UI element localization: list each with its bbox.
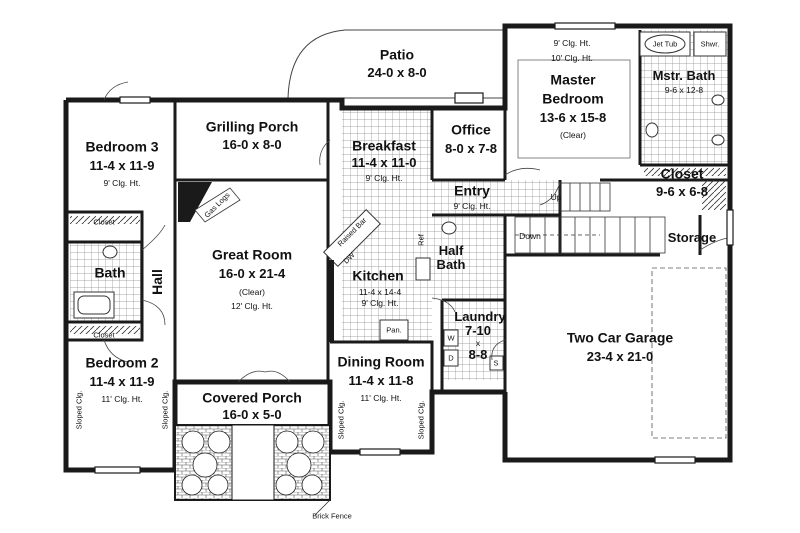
shrub-group-right bbox=[275, 430, 325, 496]
covered-porch-label: Covered Porch bbox=[202, 389, 302, 406]
master-tray-ceiling bbox=[517, 59, 631, 159]
great-room-ceiling: 12' Clg. Ht. bbox=[231, 301, 273, 311]
bedroom2-sloped-left: Sloped Clg. bbox=[74, 390, 84, 430]
master-closet-dimensions: 9-6 x 6-8 bbox=[655, 184, 709, 199]
master-bath-dimensions: 9-6 x 12-8 bbox=[664, 85, 704, 95]
laundry-label: Laundry bbox=[454, 309, 506, 324]
dryer-label: D bbox=[448, 353, 454, 363]
half-bath-label-1: Half bbox=[438, 243, 464, 258]
office-label: Office bbox=[451, 121, 491, 138]
grilling-porch-dimensions: 16-0 x 8-0 bbox=[222, 137, 282, 152]
master-bath-label: Mstr. Bath bbox=[652, 68, 716, 83]
garage-door-outline bbox=[651, 267, 727, 439]
kitchen-label: Kitchen bbox=[352, 267, 404, 284]
brick-fence-callout: Brick Fence bbox=[312, 511, 352, 521]
great-room-dimensions: 16-0 x 21-4 bbox=[218, 266, 286, 281]
laundry-dim-2: x bbox=[475, 338, 481, 348]
stairs-down-label: Down bbox=[519, 231, 541, 241]
jet-tub-label: Jet Tub bbox=[652, 39, 678, 49]
bath-label: Bath bbox=[94, 264, 126, 281]
breakfast-ceiling: 9' Clg. Ht. bbox=[365, 173, 403, 183]
closet-bedroom3-label: Closet bbox=[93, 217, 115, 227]
entry-label: Entry bbox=[454, 182, 490, 199]
bedroom2-sloped-right: Sloped Clg. bbox=[160, 390, 170, 430]
bedroom3-label: Bedroom 3 bbox=[85, 138, 159, 155]
patio-outline bbox=[287, 29, 506, 99]
patio-label: Patio bbox=[379, 46, 415, 63]
breakfast-label: Breakfast bbox=[352, 137, 416, 154]
great-room-label: Great Room bbox=[211, 246, 293, 263]
kitchen-dimensions: 11-4 x 14-4 bbox=[358, 287, 402, 297]
hall-label: Hall bbox=[149, 269, 165, 295]
master-bedroom-ceiling-2: 10' Clg. Ht. bbox=[551, 53, 593, 63]
bedroom3-dimensions: 11-4 x 11-9 bbox=[89, 158, 155, 173]
dining-sloped-left: Sloped Clg. bbox=[336, 400, 346, 440]
half-bath-label-2: Bath bbox=[436, 257, 466, 272]
master-closet-label: Closet bbox=[660, 165, 704, 182]
office-dimensions: 8-0 x 7-8 bbox=[444, 141, 498, 156]
master-bedroom-dimensions: 13-6 x 15-8 bbox=[539, 110, 607, 125]
master-bedroom-note: (Clear) bbox=[560, 130, 586, 140]
shower-label: Shwr. bbox=[700, 39, 720, 49]
kitchen-ceiling: 9' Clg. Ht. bbox=[361, 298, 399, 308]
breakfast-dimensions: 11-4 x 11-0 bbox=[351, 155, 417, 170]
sink-label: S bbox=[493, 358, 499, 368]
grilling-porch-label: Grilling Porch bbox=[205, 118, 299, 135]
garage-label: Two Car Garage bbox=[566, 329, 674, 346]
great-room-note: (Clear) bbox=[239, 287, 265, 297]
washer-label: W bbox=[447, 333, 455, 343]
patio-dimensions: 24-0 x 8-0 bbox=[367, 65, 427, 80]
entry-ceiling: 9' Clg. Ht. bbox=[453, 201, 491, 211]
dining-room-dimensions: 11-4 x 11-8 bbox=[348, 373, 414, 388]
master-bedroom-label-2: Bedroom bbox=[542, 90, 604, 107]
bedroom2-dimensions: 11-4 x 11-9 bbox=[89, 374, 155, 389]
master-bedroom-label-1: Master bbox=[550, 71, 596, 88]
laundry-dim-3: 8-8 bbox=[468, 347, 488, 362]
shrub-group-left bbox=[181, 430, 231, 496]
master-bedroom-ceiling-1: 9' Clg. Ht. bbox=[553, 38, 591, 48]
closet-bedroom2-label: Closet bbox=[93, 330, 115, 340]
bedroom2-label: Bedroom 2 bbox=[85, 354, 159, 371]
garage-dimensions: 23-4 x 21-0 bbox=[586, 349, 654, 364]
bedroom3-ceiling: 9' Clg. Ht. bbox=[103, 178, 141, 188]
dining-sloped-right: Sloped Clg. bbox=[416, 400, 426, 440]
laundry-dim-1: 7-10 bbox=[464, 323, 492, 338]
storage-label: Storage bbox=[667, 230, 717, 245]
stairs-up-label: Up bbox=[550, 192, 562, 202]
dining-room-ceiling: 11' Clg. Ht. bbox=[360, 393, 402, 403]
refrigerator-label: Ref bbox=[416, 234, 426, 246]
pantry-label: Pan. bbox=[386, 325, 402, 335]
dining-room-label: Dining Room bbox=[337, 353, 425, 370]
bedroom2-ceiling: 11' Clg. Ht. bbox=[101, 394, 143, 404]
covered-porch-dimensions: 16-0 x 5-0 bbox=[222, 407, 282, 422]
